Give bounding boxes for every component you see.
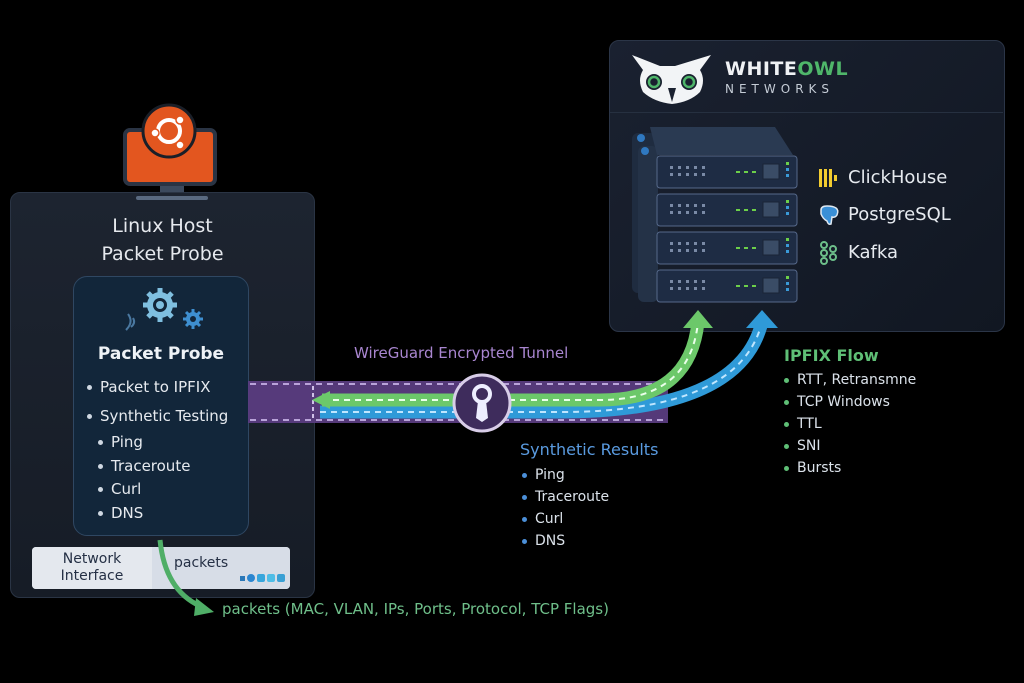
synthetic-results-title: Synthetic Results xyxy=(520,440,659,459)
postgresql-icon xyxy=(820,205,839,225)
synthetic-results-flow xyxy=(320,320,769,419)
probe-sub-item-label: Curl xyxy=(111,480,142,498)
synthetic-item-label: DNS xyxy=(535,533,566,549)
ipfix-item: Bursts xyxy=(784,460,841,476)
bullet-icon xyxy=(522,538,527,544)
packets-area: packets xyxy=(152,547,290,589)
ipfix-flow-title: IPFIX Flow xyxy=(784,346,879,365)
whiteowl-subtitle: NETWORKS xyxy=(725,82,835,96)
bullet-icon xyxy=(522,516,527,522)
ipfix-item-label: Bursts xyxy=(797,460,842,476)
synthetic-item: Traceroute xyxy=(522,489,609,505)
db-label: Kafka xyxy=(848,242,898,263)
synthetic-item: DNS xyxy=(522,533,565,549)
network-interface-label: Network Interface xyxy=(32,547,152,589)
probe-sub-item: DNS xyxy=(98,504,143,522)
probe-sub-item-label: Traceroute xyxy=(111,457,191,475)
brand-owl: OWL xyxy=(797,58,849,80)
bullet-icon xyxy=(98,464,103,469)
bullet-icon xyxy=(784,377,789,383)
synthetic-item: Ping xyxy=(522,467,565,483)
packet-dots-icon xyxy=(240,574,285,582)
probe-item-label: Packet to IPFIX xyxy=(100,378,211,396)
probe-item-label: Synthetic Testing xyxy=(100,407,229,425)
ipfix-item-label: TTL xyxy=(797,416,822,432)
bullet-icon xyxy=(98,440,103,445)
db-item-postgresql: PostgreSQL xyxy=(818,204,951,226)
divider xyxy=(610,112,1003,113)
bullet-icon xyxy=(98,511,103,516)
clickhouse-icon xyxy=(819,169,837,187)
probe-item: Packet to IPFIX xyxy=(87,378,210,396)
ipfix-item-label: SNI xyxy=(797,438,821,454)
bullet-icon xyxy=(87,385,92,390)
kafka-icon xyxy=(820,241,837,265)
synthetic-item-label: Ping xyxy=(535,467,565,483)
tunnel-label: WireGuard Encrypted Tunnel xyxy=(354,344,569,362)
ipfix-item: TTL xyxy=(784,416,822,432)
db-item-clickhouse: ClickHouse xyxy=(818,167,947,189)
bullet-icon xyxy=(784,443,789,449)
bullet-icon xyxy=(87,414,92,419)
db-label: PostgreSQL xyxy=(848,204,951,225)
bullet-icon xyxy=(784,399,789,405)
synthetic-item: Curl xyxy=(522,511,563,527)
host-title-line2: Packet Probe xyxy=(101,243,224,265)
bullet-icon xyxy=(98,487,103,492)
synthetic-item-label: Curl xyxy=(535,511,564,527)
bullet-icon xyxy=(522,494,527,500)
ipfix-item-label: TCP Windows xyxy=(797,394,890,410)
host-title: Linux Host Packet Probe xyxy=(10,212,315,268)
capture-label: packets (MAC, VLAN, IPs, Ports, Protocol… xyxy=(222,600,609,618)
probe-item: Synthetic Testing xyxy=(87,407,228,425)
network-interface: Network Interface packets xyxy=(32,547,290,589)
probe-sub-item-label: Ping xyxy=(111,433,143,451)
ipfix-item: SNI xyxy=(784,438,821,454)
ipfix-item-label: RTT, Retransmne xyxy=(797,372,917,388)
whiteowl-brand: WHITEOWL xyxy=(725,58,848,80)
probe-title: Packet Probe xyxy=(97,344,225,364)
host-title-line1: Linux Host xyxy=(112,215,213,237)
db-label: ClickHouse xyxy=(848,167,948,188)
probe-sub-item: Curl xyxy=(98,480,141,498)
db-item-kafka: Kafka xyxy=(818,241,898,265)
network-interface-label-line1: Network xyxy=(62,551,122,567)
network-interface-label-line2: Interface xyxy=(60,568,124,584)
synthetic-item-label: Traceroute xyxy=(535,489,610,505)
probe-sub-item: Traceroute xyxy=(98,457,190,475)
ipfix-item: TCP Windows xyxy=(784,394,890,410)
bullet-icon xyxy=(522,472,527,478)
bullet-icon xyxy=(784,421,789,427)
probe-sub-item-label: DNS xyxy=(111,504,144,522)
bullet-icon xyxy=(784,465,789,471)
ipfix-item: RTT, Retransmne xyxy=(784,372,916,388)
probe-sub-item: Ping xyxy=(98,433,143,451)
brand-white: WHITE xyxy=(725,58,798,80)
key-lock-icon xyxy=(452,373,512,433)
